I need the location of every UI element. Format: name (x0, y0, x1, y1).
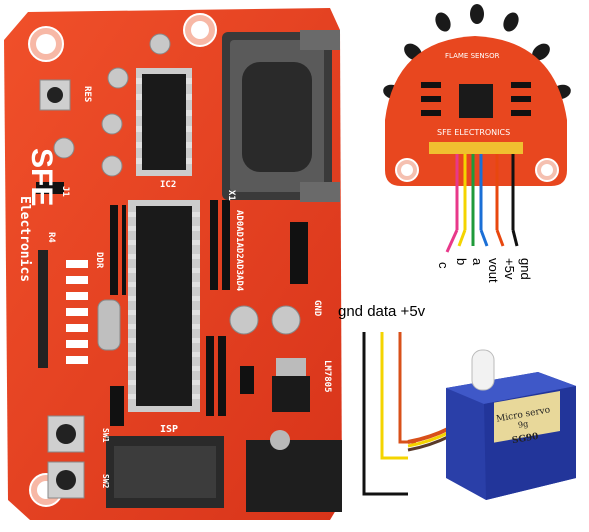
servo-graphic (362, 332, 576, 500)
isp-label: ISP (160, 424, 179, 435)
res-label: RES (82, 86, 92, 103)
adc-label: AD0AD1AD2AD3AD4 (234, 210, 244, 292)
crystal (97, 299, 121, 351)
j1-label: J1 (60, 186, 70, 197)
ic2-label: IC2 (160, 180, 177, 190)
dc-jack (246, 440, 342, 512)
jumper-j1 (36, 182, 64, 194)
sensor-wires (445, 154, 519, 253)
flame-sensor-graphic (383, 4, 571, 253)
resistor-array (38, 250, 48, 368)
r4-label: R4 (46, 232, 56, 243)
main-board: SFE Electronics IC2 ISP RES J1 R4 X1 AD0… (4, 8, 342, 520)
servo-wires (362, 332, 416, 496)
wire-label-a: a (470, 258, 485, 266)
servo: Micro servo 9g SG90 (350, 328, 589, 527)
ic2-chip (142, 74, 186, 170)
servo-sticker (494, 390, 560, 443)
servo-text-2: 9g (517, 419, 529, 430)
capacitors (53, 33, 301, 335)
flame-sensor: FLAME SENSOR SFE ELECTRONICS c b a vout … (355, 0, 589, 300)
wire-label-vout: vout (486, 258, 501, 283)
sensor-header (429, 142, 523, 154)
sw2-label: SW2 (101, 474, 110, 489)
flame-sensor-brand: SFE ELECTRONICS (437, 128, 511, 137)
main-board-graphic (4, 8, 342, 520)
wire-label-gnd: gnd (518, 258, 533, 280)
flame-sensor-title: FLAME SENSOR (445, 52, 500, 60)
x1-label: X1 (226, 190, 236, 201)
wire-label-b: b (454, 258, 469, 266)
wire-label-5v: +5v (502, 258, 517, 280)
servo-label: gnd data +5v (338, 303, 426, 320)
regulator-label: LM7805 (322, 360, 332, 393)
comparator-chip (459, 84, 493, 118)
gnd-label: GND (312, 300, 322, 317)
mcu-chip (136, 206, 192, 406)
ddr-label: DDR (94, 252, 104, 269)
sw1-label: SW1 (101, 428, 110, 443)
diode (240, 366, 254, 394)
regulator-tab (276, 358, 306, 376)
regulator-lm7805 (272, 376, 310, 412)
wire-label-c: c (436, 262, 451, 269)
servo-horn (471, 349, 495, 391)
reset-button (39, 79, 71, 111)
brand-sub-label: Electronics (17, 196, 32, 283)
